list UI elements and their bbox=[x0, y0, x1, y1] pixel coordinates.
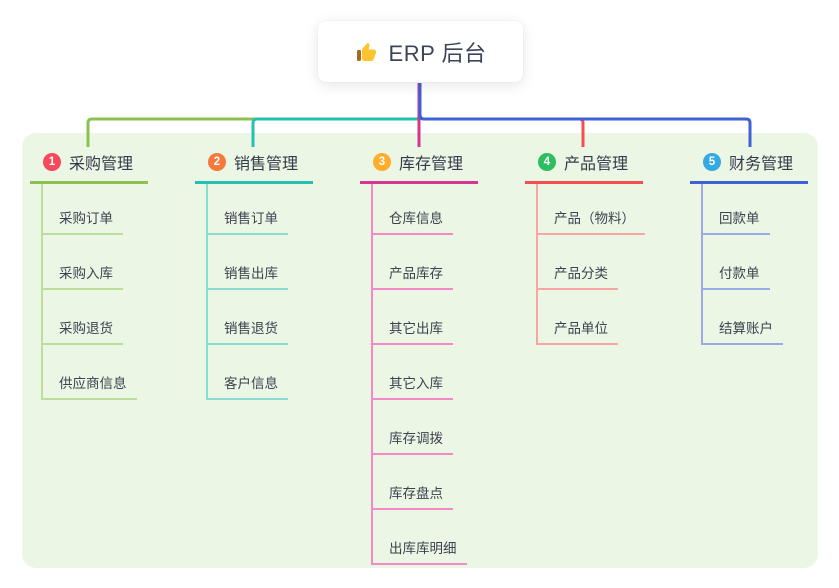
child-node-label: 产品（物料） bbox=[538, 207, 645, 235]
branch-finance: 5 财务管理 回款单 付款单 结算账户 bbox=[690, 150, 839, 345]
child-node[interactable]: 客户信息 bbox=[208, 345, 288, 400]
branch-node[interactable]: 1 采购管理 bbox=[30, 150, 148, 184]
child-node-label: 销售订单 bbox=[208, 207, 288, 235]
branch-purchase: 1 采购管理 采购订单 采购入库 采购退货 供应商信息 bbox=[30, 150, 200, 400]
child-node[interactable]: 回款单 bbox=[703, 184, 783, 235]
child-node[interactable]: 采购订单 bbox=[43, 184, 137, 235]
child-node-label: 其它出库 bbox=[373, 317, 453, 345]
child-node[interactable]: 产品库存 bbox=[373, 235, 467, 290]
branch-children: 仓库信息 产品库存 其它出库 其它入库 库存调拨 库存盘点 出库库明细 bbox=[371, 184, 467, 565]
branch-children: 产品（物料） 产品分类 产品单位 bbox=[536, 184, 645, 345]
branch-node-label: 采购管理 bbox=[69, 156, 134, 173]
child-node[interactable]: 产品分类 bbox=[538, 235, 645, 290]
child-node[interactable]: 销售退货 bbox=[208, 290, 288, 345]
thumbs-up-icon bbox=[356, 42, 376, 61]
branch-product: 4 产品管理 产品（物料） 产品分类 产品单位 bbox=[525, 150, 695, 345]
child-node-label: 供应商信息 bbox=[43, 372, 137, 400]
branch-children: 回款单 付款单 结算账户 bbox=[701, 184, 783, 345]
child-node[interactable]: 产品（物料） bbox=[538, 184, 645, 235]
child-node-label: 仓库信息 bbox=[373, 207, 453, 235]
child-node[interactable]: 销售出库 bbox=[208, 235, 288, 290]
root-node-label: ERP 后台 bbox=[388, 40, 487, 66]
child-node-label: 客户信息 bbox=[208, 372, 288, 400]
child-node[interactable]: 销售订单 bbox=[208, 184, 288, 235]
branch-node[interactable]: 5 财务管理 bbox=[690, 150, 808, 184]
child-node-label: 产品分类 bbox=[538, 262, 618, 290]
child-node-label: 产品单位 bbox=[538, 317, 618, 345]
child-node[interactable]: 供应商信息 bbox=[43, 345, 137, 400]
branch-node-label: 产品管理 bbox=[564, 156, 629, 173]
branch-inventory: 3 库存管理 仓库信息 产品库存 其它出库 其它入库 库存调拨 库存盘点 出库库… bbox=[360, 150, 530, 565]
child-node-label: 销售出库 bbox=[208, 262, 288, 290]
root-node[interactable]: ERP 后台 bbox=[318, 21, 523, 82]
branch-node[interactable]: 4 产品管理 bbox=[525, 150, 643, 184]
child-node[interactable]: 库存盘点 bbox=[373, 455, 467, 510]
branch-number-badge: 1 bbox=[43, 153, 61, 171]
branch-number-badge: 3 bbox=[373, 153, 391, 171]
branch-number-badge: 2 bbox=[208, 153, 226, 171]
child-node-label: 付款单 bbox=[703, 262, 770, 290]
child-node[interactable]: 采购入库 bbox=[43, 235, 137, 290]
mindmap-canvas bbox=[22, 133, 818, 568]
child-node-label: 销售退货 bbox=[208, 317, 288, 345]
child-node-label: 其它入库 bbox=[373, 372, 453, 400]
child-node-label: 产品库存 bbox=[373, 262, 453, 290]
child-node-label: 采购入库 bbox=[43, 262, 123, 290]
child-node-label: 库存盘点 bbox=[373, 482, 453, 510]
child-node[interactable]: 其它出库 bbox=[373, 290, 467, 345]
branch-children: 采购订单 采购入库 采购退货 供应商信息 bbox=[41, 184, 137, 400]
child-node-label: 出库库明细 bbox=[373, 537, 467, 565]
child-node-label: 结算账户 bbox=[703, 317, 783, 345]
branch-node-label: 销售管理 bbox=[234, 156, 299, 173]
child-node[interactable]: 产品单位 bbox=[538, 290, 645, 345]
child-node[interactable]: 付款单 bbox=[703, 235, 783, 290]
child-node-label: 采购订单 bbox=[43, 207, 123, 235]
child-node-label: 回款单 bbox=[703, 207, 770, 235]
child-node[interactable]: 仓库信息 bbox=[373, 184, 467, 235]
child-node[interactable]: 库存调拨 bbox=[373, 400, 467, 455]
branch-node-label: 库存管理 bbox=[399, 156, 464, 173]
branch-number-badge: 5 bbox=[703, 153, 721, 171]
child-node-label: 库存调拨 bbox=[373, 427, 453, 455]
branch-number-badge: 4 bbox=[538, 153, 556, 171]
child-node[interactable]: 出库库明细 bbox=[373, 510, 467, 565]
branch-children: 销售订单 销售出库 销售退货 客户信息 bbox=[206, 184, 288, 400]
branch-node-label: 财务管理 bbox=[729, 156, 794, 173]
branch-node[interactable]: 3 库存管理 bbox=[360, 150, 478, 184]
child-node-label: 采购退货 bbox=[43, 317, 123, 345]
child-node[interactable]: 采购退货 bbox=[43, 290, 137, 345]
child-node[interactable]: 结算账户 bbox=[703, 290, 783, 345]
branch-sales: 2 销售管理 销售订单 销售出库 销售退货 客户信息 bbox=[195, 150, 365, 400]
child-node[interactable]: 其它入库 bbox=[373, 345, 467, 400]
branch-node[interactable]: 2 销售管理 bbox=[195, 150, 313, 184]
